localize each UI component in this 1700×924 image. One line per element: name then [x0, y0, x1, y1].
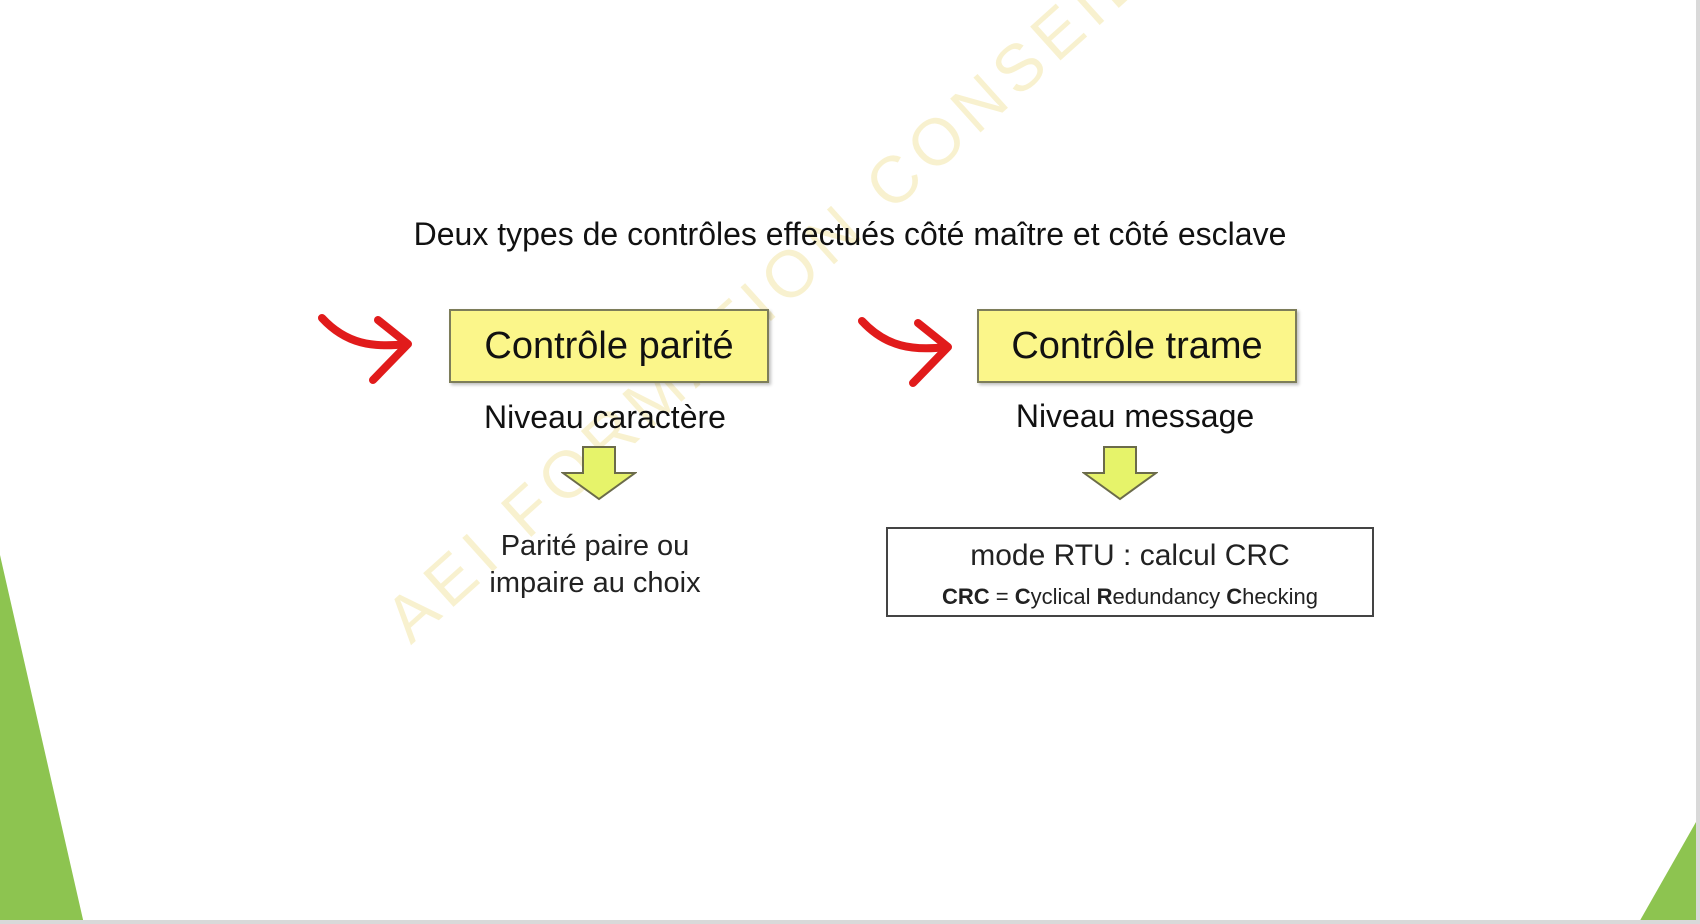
character-level-label: Niveau caractère — [484, 399, 726, 435]
crc-mode-text: mode RTU : calcul CRC — [970, 539, 1290, 572]
crc-definition: CRC = Cyclical Redundancy Checking — [888, 584, 1372, 610]
crc-equals: = — [989, 584, 1015, 609]
parity-result-line-1: Parité paire ou — [500, 530, 690, 562]
crc-abbr: CRC — [941, 584, 990, 609]
crc-r1: R — [1096, 584, 1113, 609]
curved-red-arrow-icon — [858, 317, 952, 387]
frame-check-label: Contrôle trame — [1011, 324, 1263, 367]
curved-red-arrow-icon — [318, 314, 412, 384]
slide-right-border — [1696, 0, 1700, 924]
crc-c2-rest: hecking — [1242, 584, 1319, 609]
parity-check-box: Contrôle parité — [449, 309, 769, 383]
green-corner-right — [1638, 815, 1700, 924]
crc-c2: C — [1226, 584, 1243, 609]
parity-result-line-2: impaire au choix — [489, 567, 701, 599]
message-level-label: Niveau message — [1015, 398, 1255, 434]
parity-check-label: Contrôle parité — [484, 324, 734, 367]
down-arrow-icon — [1082, 446, 1158, 501]
slide-title: Deux types de contrôles effectués côté m… — [413, 216, 1287, 252]
slide-bottom-border — [0, 920, 1700, 924]
frame-check-box: Contrôle trame — [977, 309, 1297, 383]
down-arrow-icon — [561, 446, 637, 501]
crc-result-box: mode RTU : calcul CRC CRC = Cyclical Red… — [886, 527, 1374, 617]
parity-result: Parité paire ou impaire au choix — [430, 528, 760, 602]
crc-r1-rest: edundancy — [1112, 584, 1227, 609]
crc-c1-rest: yclical — [1030, 584, 1097, 609]
green-corner-left — [0, 555, 84, 924]
crc-c1: C — [1014, 584, 1031, 609]
